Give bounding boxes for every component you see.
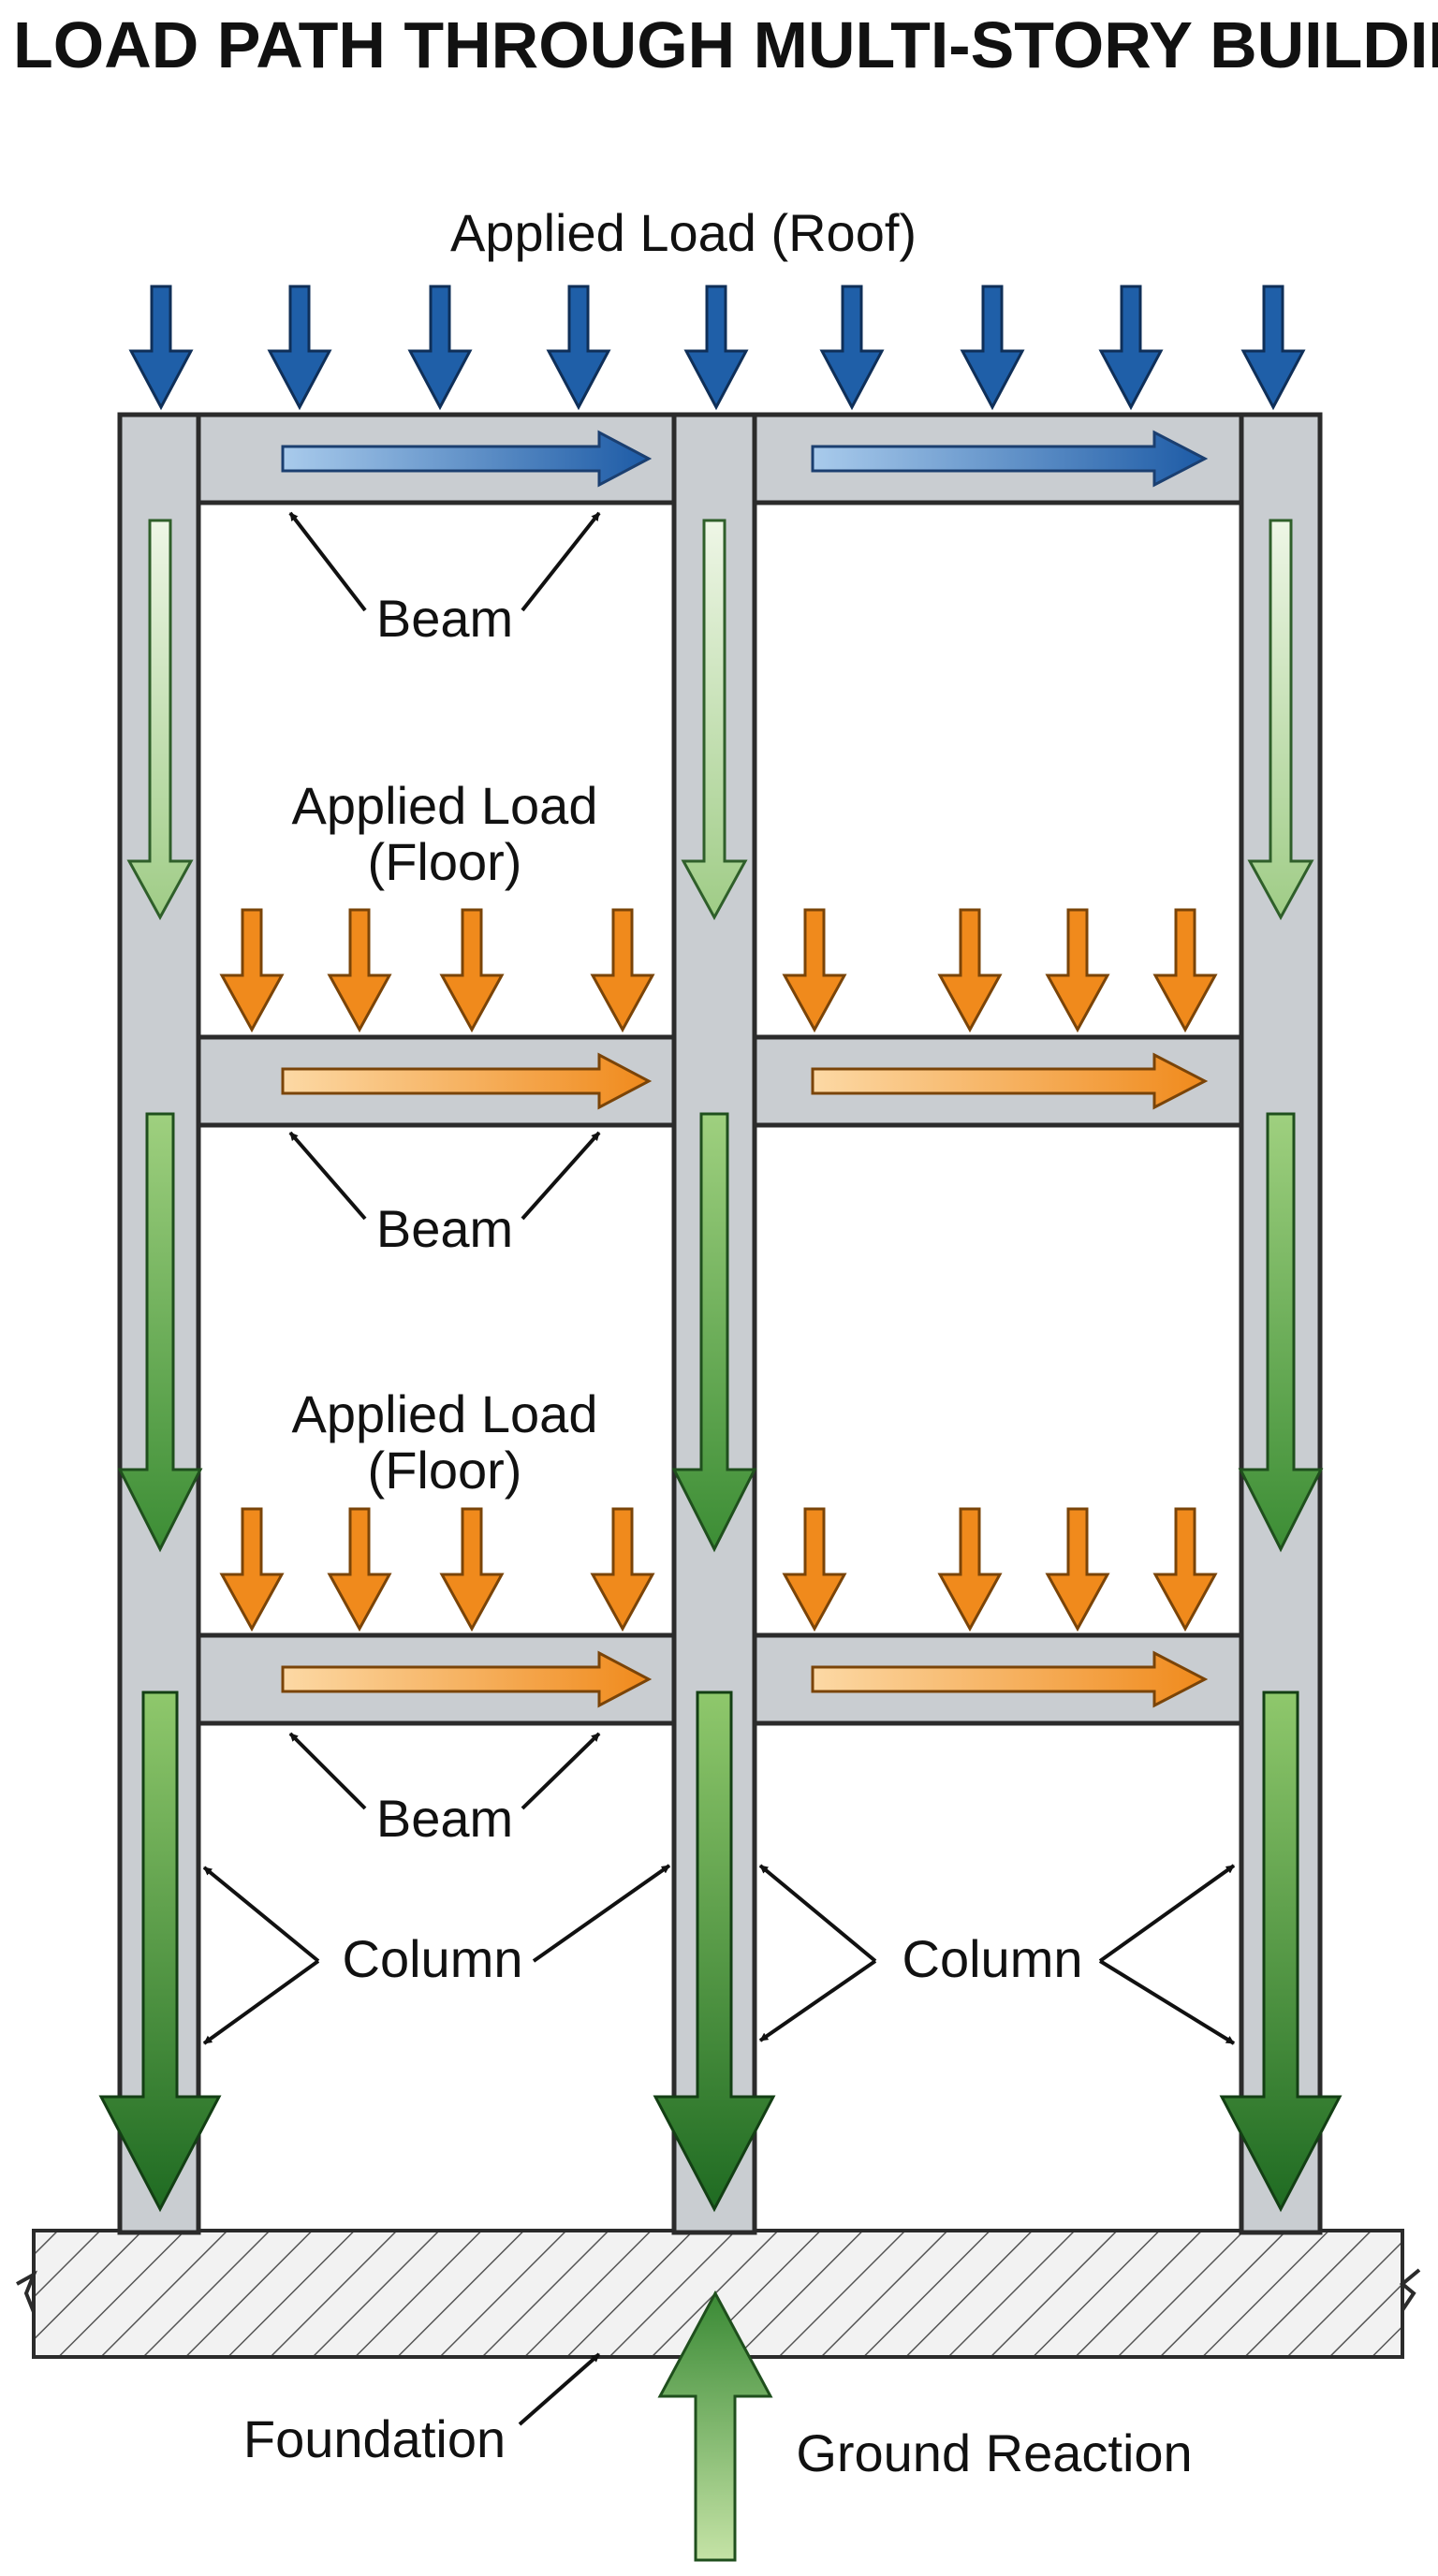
down-arrow-icon	[1098, 285, 1164, 411]
down-arrow-icon	[782, 1507, 847, 1632]
beam-label-floor1: Beam	[376, 1789, 513, 1848]
beam-flow-arrows	[281, 430, 1209, 1708]
up-arrow-icon	[657, 2290, 773, 2562]
floor2-load-label-line1: Applied Load	[292, 776, 598, 835]
down-arrow-icon	[1045, 1507, 1110, 1632]
down-arrow-icon	[439, 1507, 505, 1632]
diagram-title: LOAD PATH THROUGH MULTI-STORY BUILDING	[13, 8, 1438, 81]
down-arrow-icon	[590, 908, 655, 1033]
down-arrow-icon	[1247, 519, 1314, 921]
down-arrow-icon	[407, 285, 473, 411]
down-arrow-icon	[1240, 285, 1306, 411]
down-arrow-icon	[327, 908, 392, 1033]
floor2-load-arrows	[219, 908, 1218, 1033]
down-arrow-icon	[782, 908, 847, 1033]
down-arrow-icon	[126, 519, 194, 921]
down-arrow-icon	[1238, 1112, 1324, 1553]
down-arrow-icon	[683, 285, 749, 411]
floor2-load-label-line2: (Floor)	[368, 832, 522, 891]
down-arrow-icon	[439, 908, 505, 1033]
down-arrow-icon	[117, 1112, 203, 1553]
down-arrow-icon	[681, 519, 748, 921]
leader-lines	[202, 511, 1236, 2426]
right-arrow-icon	[281, 1052, 653, 1110]
floor1-load-label-line1: Applied Load	[292, 1384, 598, 1443]
ground-reaction-label: Ground Reaction	[796, 2423, 1192, 2482]
down-arrow-icon	[937, 908, 1003, 1033]
floor1-load-arrows	[219, 1507, 1218, 1632]
down-arrow-icon	[98, 1690, 222, 2213]
down-arrow-icon	[590, 1507, 655, 1632]
roof-load-arrows	[128, 285, 1306, 411]
down-arrow-icon	[1152, 908, 1218, 1033]
roof-load-label: Applied Load (Roof)	[450, 203, 917, 262]
beam-label-roof: Beam	[376, 589, 513, 648]
down-arrow-icon	[327, 1507, 392, 1632]
down-arrow-icon	[1219, 1690, 1343, 2213]
down-arrow-icon	[960, 285, 1025, 411]
right-arrow-icon	[281, 1650, 653, 1708]
column-label-right: Column	[902, 1929, 1083, 1988]
right-arrow-icon	[281, 430, 653, 488]
down-arrow-icon	[819, 285, 885, 411]
column-flow-arrows	[98, 519, 1343, 2213]
down-arrow-icon	[1152, 1507, 1218, 1632]
down-arrow-icon	[937, 1507, 1003, 1632]
right-arrow-icon	[811, 1650, 1209, 1708]
down-arrow-icon	[546, 285, 611, 411]
down-arrow-icon	[267, 285, 332, 411]
down-arrow-icon	[671, 1112, 757, 1553]
down-arrow-icon	[1045, 908, 1110, 1033]
right-arrow-icon	[811, 1052, 1209, 1110]
right-arrow-icon	[811, 430, 1209, 488]
foundation-label: Foundation	[243, 2409, 506, 2468]
down-arrow-icon	[128, 285, 194, 411]
column-label-left: Column	[343, 1929, 523, 1988]
down-arrow-icon	[219, 1507, 285, 1632]
beam-label-floor2: Beam	[376, 1199, 513, 1258]
down-arrow-icon	[653, 1690, 776, 2213]
down-arrow-icon	[219, 908, 285, 1033]
floor1-load-label-line2: (Floor)	[368, 1441, 522, 1500]
